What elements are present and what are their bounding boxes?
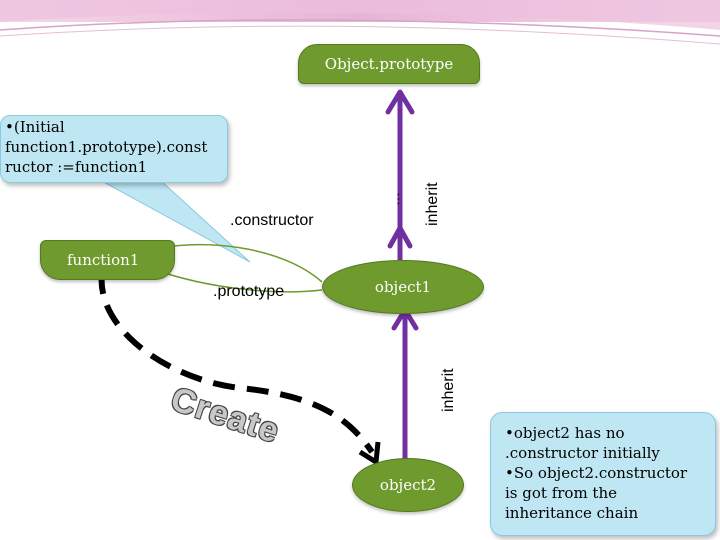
constructor-label: .constructor — [230, 212, 314, 229]
ellipsis-label: … — [386, 192, 402, 206]
callout-right-line-1: •object2 has no — [505, 424, 625, 442]
node-object2-label: object2 — [379, 476, 437, 494]
prototype-link — [149, 267, 323, 293]
inherit-arrow-top-lower-head — [387, 225, 413, 249]
callout-right: •object2 has no .constructor initially •… — [490, 412, 716, 536]
node-object-prototype-label: Object.prototype — [324, 55, 454, 73]
inherit-bottom-label: inherit — [440, 368, 457, 412]
node-object-prototype: Object.prototype — [298, 44, 480, 84]
inherit-arrow-top-head — [385, 89, 415, 115]
callout-left-line-3: ructor :=function1 — [5, 158, 148, 176]
node-object1-label: object1 — [374, 278, 432, 296]
inherit-top-label: inherit — [424, 182, 441, 226]
node-object1: object1 — [322, 260, 484, 314]
callout-right-line-3: •So object2.constructor — [505, 464, 688, 482]
decorative-header-swoosh — [0, 0, 720, 45]
node-object2: object2 — [352, 458, 464, 512]
create-arrow — [98, 271, 375, 454]
callout-right-line-2: .constructor initially — [505, 444, 660, 462]
callout-left-line-2: function1.prototype).const — [5, 138, 208, 156]
callout-left: •(Initial function1.prototype).const ruc… — [0, 115, 228, 183]
node-function1: function1 — [40, 240, 175, 280]
callout-right-line-4: is got from the — [505, 484, 618, 502]
callout-left-line-1: •(Initial — [5, 118, 65, 136]
node-function1-label: function1 — [67, 251, 140, 269]
prototype-label: .prototype — [213, 283, 285, 300]
callout-right-line-5: inheritance chain — [505, 504, 639, 522]
